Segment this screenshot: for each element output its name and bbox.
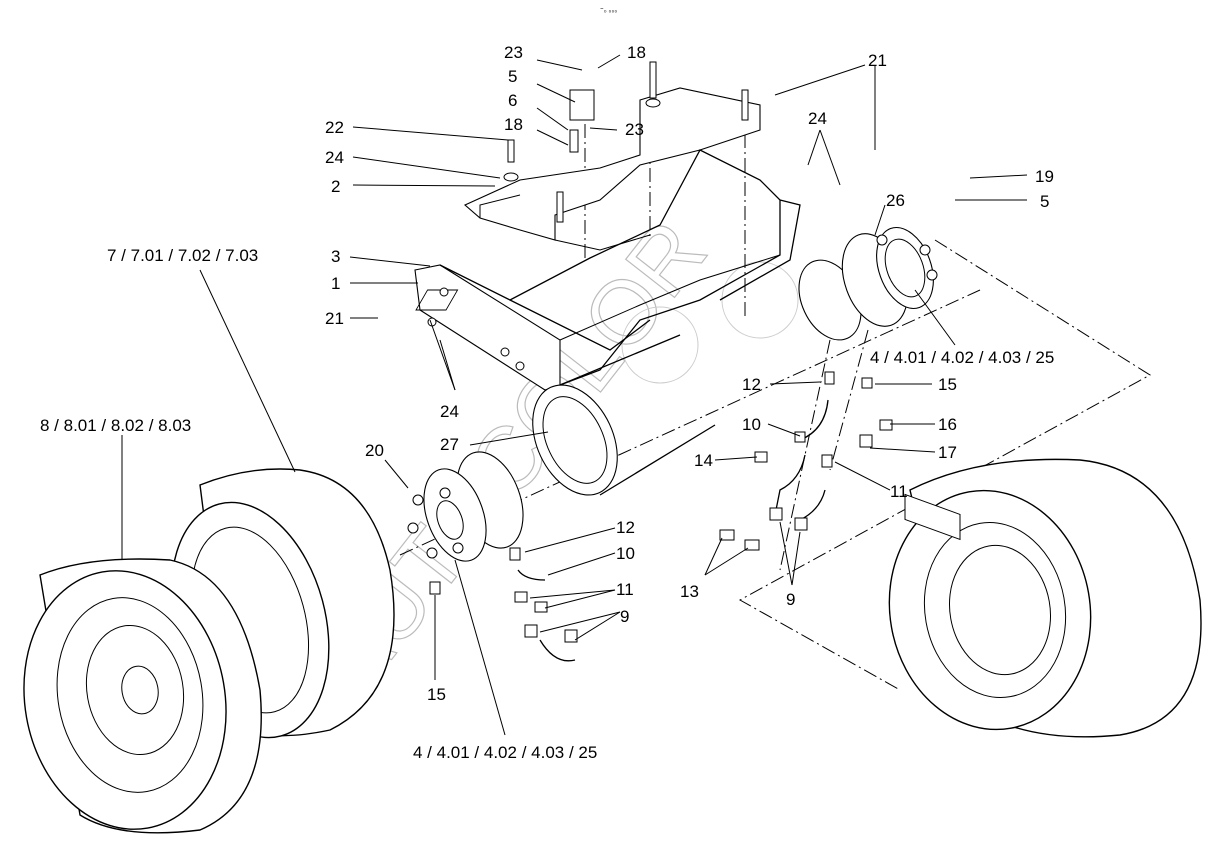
callout-20: 20 — [365, 441, 384, 460]
callout-23b: 23 — [625, 120, 644, 139]
callout-9a: 9 — [786, 590, 795, 609]
callout-5a: 5 — [508, 67, 517, 86]
callout-10b: 10 — [616, 544, 635, 563]
callout-10a: 10 — [742, 415, 761, 434]
left-drive-motor — [407, 451, 524, 562]
hydraulic-hoses — [429, 371, 893, 662]
callout-12a: 12 — [742, 375, 761, 394]
callout-21a: 21 — [868, 51, 887, 70]
left-tire-8 — [23, 558, 262, 834]
leader-lines — [121, 54, 1028, 736]
callout-9b: 9 — [620, 607, 629, 626]
callout-4b: 4 / 4.01 / 4.02 / 4.03 / 25 — [413, 743, 597, 762]
callout-18b: 18 — [504, 115, 523, 134]
callout-12b: 12 — [616, 518, 635, 537]
top-plate — [463, 87, 761, 251]
callout-22: 22 — [325, 118, 344, 137]
callout-27: 27 — [440, 435, 459, 454]
callout-1: 1 — [331, 274, 340, 293]
callout-24a: 24 — [325, 148, 344, 167]
right-drive-motor — [841, 226, 938, 327]
callout-3: 3 — [331, 247, 340, 266]
callout-6: 6 — [508, 91, 517, 110]
callout-15b: 15 — [427, 685, 446, 704]
callout-8: 8 / 8.01 / 8.02 / 8.03 — [40, 416, 191, 435]
callout-4a: 4 / 4.01 / 4.02 / 4.03 / 25 — [870, 348, 1054, 367]
callout-26: 26 — [886, 191, 905, 210]
callout-11b: 11 — [616, 580, 634, 599]
callout-18a: 18 — [627, 43, 646, 62]
callout-7: 7 / 7.01 / 7.02 / 7.03 — [107, 246, 258, 265]
callout-24c: 24 — [440, 402, 459, 421]
header-tag: ⁼₀ ₀₀₀ — [600, 7, 617, 14]
callout-17: 17 — [938, 443, 957, 462]
callout-16: 16 — [938, 415, 957, 434]
callout-19: 19 — [1035, 167, 1054, 186]
callout-13: 13 — [680, 582, 699, 601]
right-tire — [888, 458, 1202, 738]
callout-23a: 23 — [504, 43, 523, 62]
callout-24b: 24 — [808, 109, 827, 128]
watermark-circles — [621, 261, 799, 384]
top-hardware — [503, 61, 961, 541]
callout-2: 2 — [331, 177, 340, 196]
callout-labels: 23 18 5 6 18 23 22 24 2 21 24 19 5 26 7 … — [40, 43, 1054, 762]
callout-11a: 11 — [890, 482, 908, 501]
callout-5b: 5 — [1040, 192, 1049, 211]
callout-21b: 21 — [325, 309, 344, 328]
callout-14: 14 — [694, 451, 713, 470]
callout-15a: 15 — [938, 375, 957, 394]
